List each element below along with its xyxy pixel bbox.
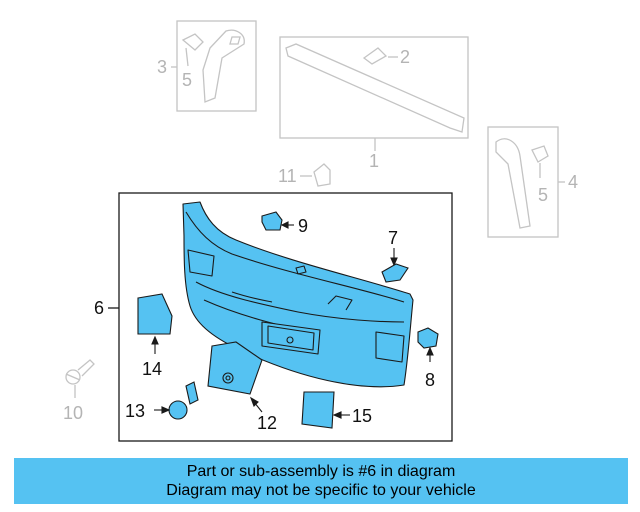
assembly-box-6: [118, 192, 453, 442]
callout-14: 14: [142, 359, 162, 379]
callout-1: 1: [369, 151, 379, 171]
banner-line-2: Diagram may not be specific to your vehi…: [166, 482, 476, 499]
spoiler-part: [285, 43, 465, 133]
banner-line-1: Part or sub-assembly is #6 in diagram: [186, 463, 456, 480]
pillar-trim-left-part: [202, 29, 245, 103]
pillar-trim-right-box: [487, 126, 559, 238]
callout-8: 8: [425, 370, 435, 390]
clip-part-5b: [531, 145, 549, 163]
pillar-trim-right-part: [495, 138, 531, 229]
callout-12: 12: [257, 413, 277, 433]
parts-diagram: 3 5 2 1 4 5 11 10 6: [63, 20, 578, 442]
screw-part-10: [65, 359, 95, 398]
pad-part-15: [301, 391, 350, 429]
spoiler-box: [279, 36, 469, 139]
callout-7: 7: [388, 228, 398, 248]
callout-11: 11: [278, 166, 297, 186]
callout-4: 4: [568, 172, 578, 192]
callout-6: 6: [94, 298, 104, 318]
callout-10: 10: [63, 403, 83, 423]
callout-3: 3: [157, 57, 167, 77]
clip-part-5a: [181, 33, 204, 51]
pillar-trim-right-group: [487, 126, 565, 238]
pillar-trim-left-group: [171, 20, 257, 112]
knob-part-13: [154, 381, 199, 420]
callout-5-left: 5: [182, 70, 192, 90]
callout-15: 15: [352, 406, 372, 426]
bracket-part-7: [381, 248, 409, 283]
callout-13: 13: [125, 401, 145, 421]
clip-part-9: [261, 211, 294, 231]
clip-part-8: [417, 327, 439, 362]
cover-part-14: [137, 293, 173, 354]
info-banner: Part or sub-assembly is #6 in diagram Di…: [14, 458, 628, 504]
callout-9: 9: [298, 216, 308, 236]
lid-part-12: [207, 341, 263, 413]
callout-5-right: 5: [538, 185, 548, 205]
clip-part-11: [300, 163, 331, 187]
callout-2: 2: [400, 47, 410, 67]
pillar-trim-left-box: [176, 20, 257, 112]
spoiler-group: [279, 36, 469, 151]
liftgate-trim-panel: [182, 201, 414, 388]
